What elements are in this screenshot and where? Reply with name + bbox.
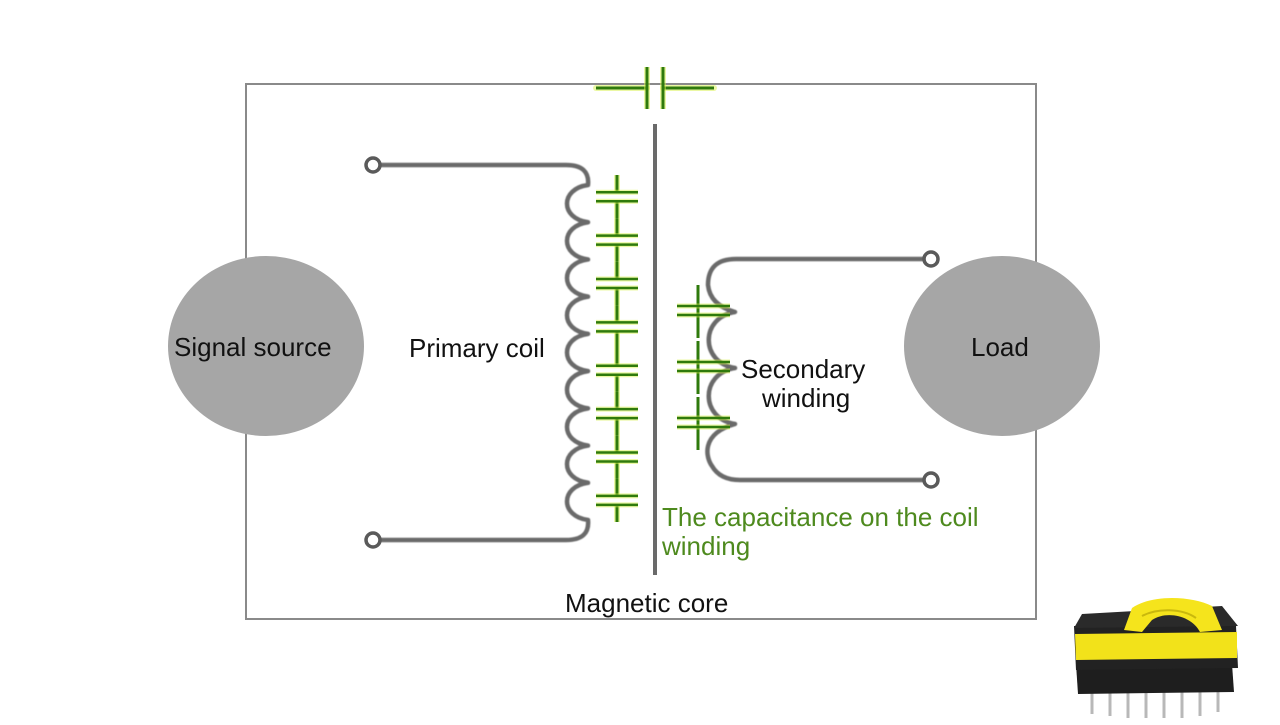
secondary-winding-label-line2: winding xyxy=(762,383,851,413)
transformer-photo xyxy=(1074,598,1238,718)
secondary-winding-wire xyxy=(705,256,924,483)
primary-terminal-bottom xyxy=(364,531,382,549)
secondary-winding-capacitor xyxy=(677,341,730,394)
interwinding-capacitor-symbol xyxy=(593,67,717,109)
secondary-winding-capacitor xyxy=(677,285,730,338)
primary-winding-capacitor xyxy=(596,218,638,262)
signal-source-node xyxy=(168,256,364,436)
primary-coil xyxy=(380,162,591,543)
primary-coil-wire xyxy=(380,162,591,543)
primary-winding-capacitor xyxy=(596,435,638,479)
secondary-winding xyxy=(705,256,924,483)
primary-winding-capacitor xyxy=(596,175,638,219)
capacitance-annotation-line1: The capacitance on the coil xyxy=(662,502,979,532)
secondary-terminal-bottom xyxy=(922,471,940,489)
primary-winding-capacitor xyxy=(596,478,638,522)
secondary-winding-label-line1: Secondary xyxy=(741,354,866,384)
primary-winding-capacitor xyxy=(596,261,638,306)
magnetic-core-label: Magnetic core xyxy=(565,588,729,618)
interwinding-capacitor xyxy=(593,67,717,109)
secondary-terminal-top xyxy=(922,250,940,268)
secondary-winding-capacitor xyxy=(677,397,730,450)
primary-winding-capacitor xyxy=(596,391,638,436)
primary-winding-capacitor xyxy=(596,348,638,392)
primary-winding-capacitor xyxy=(596,305,638,349)
capacitance-annotation-line2: winding xyxy=(662,531,751,561)
primary-coil-label: Primary coil xyxy=(409,333,545,363)
primary-capacitors xyxy=(596,175,638,522)
primary-terminal-top xyxy=(364,156,382,174)
load-node xyxy=(904,256,1100,436)
signal-source-label: Signal source xyxy=(174,332,332,362)
load-label: Load xyxy=(971,332,1029,362)
secondary-capacitors xyxy=(677,285,730,450)
